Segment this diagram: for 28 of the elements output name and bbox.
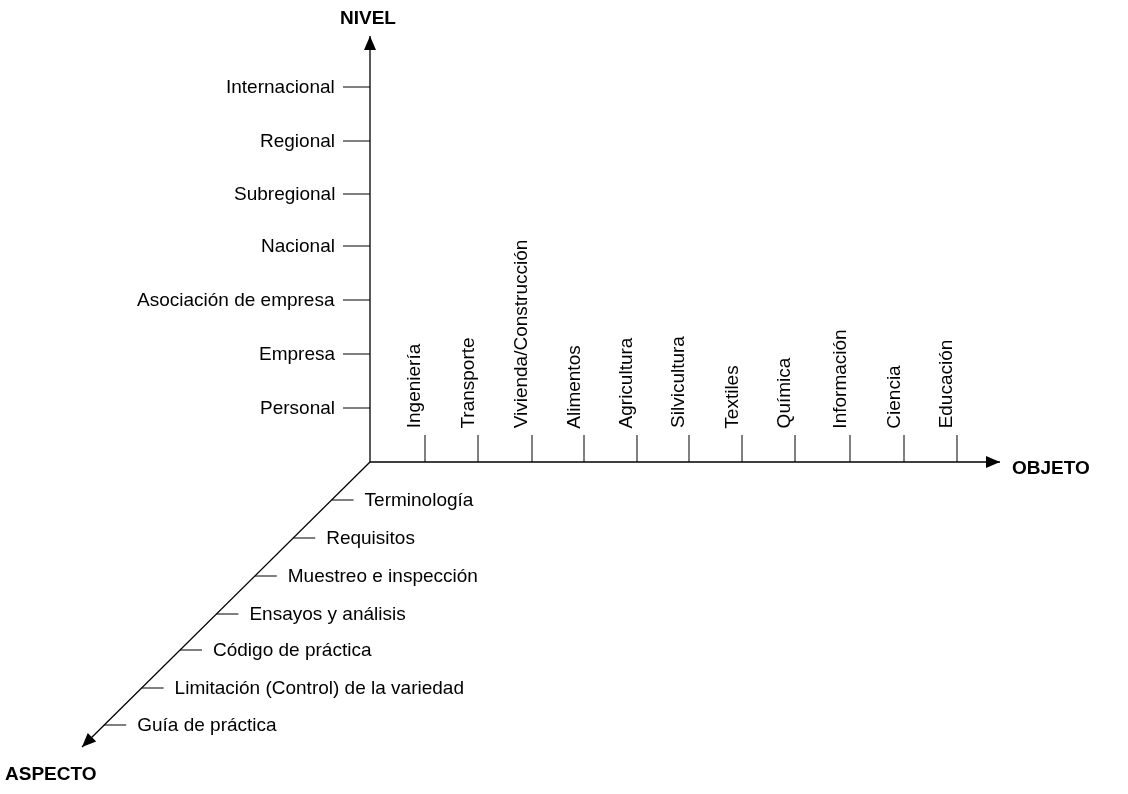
level-label: Empresa [259, 343, 336, 365]
aspect-label: Ensayos y análisis [249, 603, 406, 625]
level-label: Nacional [261, 235, 335, 257]
sector-label: Silvicultura [666, 336, 689, 428]
sector-label: Vivienda/Construcción [509, 239, 532, 428]
axis-title: OBJETO [1012, 457, 1090, 479]
sector-label: Agricultura [614, 337, 637, 428]
aspect-label: Limitación (Control) de la variedad [174, 677, 464, 699]
level-label: Asociación de empresa [137, 289, 335, 311]
sector-label: Ciencia [882, 364, 905, 429]
sector-label: Educación [934, 339, 957, 428]
sector-label: Alimentos [562, 344, 585, 429]
aspect-label: Código de práctica [213, 639, 372, 661]
level-label: Subregional [234, 183, 336, 205]
sector-label: Textiles [720, 364, 743, 429]
aspect-label: Terminología [364, 489, 474, 511]
level-label: Personal [260, 397, 335, 419]
level-label: Regional [260, 130, 335, 152]
level-label: Internacional [226, 76, 335, 98]
axis-title: ASPECTO [5, 763, 97, 785]
sector-label: Ingeniería [402, 343, 425, 428]
aspect-label: Guía de práctica [137, 714, 277, 736]
aspect-label: Muestreo e inspección [287, 565, 478, 587]
sector-label: Transporte [456, 336, 479, 429]
sector-label: Información [828, 328, 851, 429]
sector-label: Química [772, 357, 795, 428]
aspect-label: Requisitos [326, 527, 415, 549]
axis-title: NIVEL [340, 7, 396, 29]
